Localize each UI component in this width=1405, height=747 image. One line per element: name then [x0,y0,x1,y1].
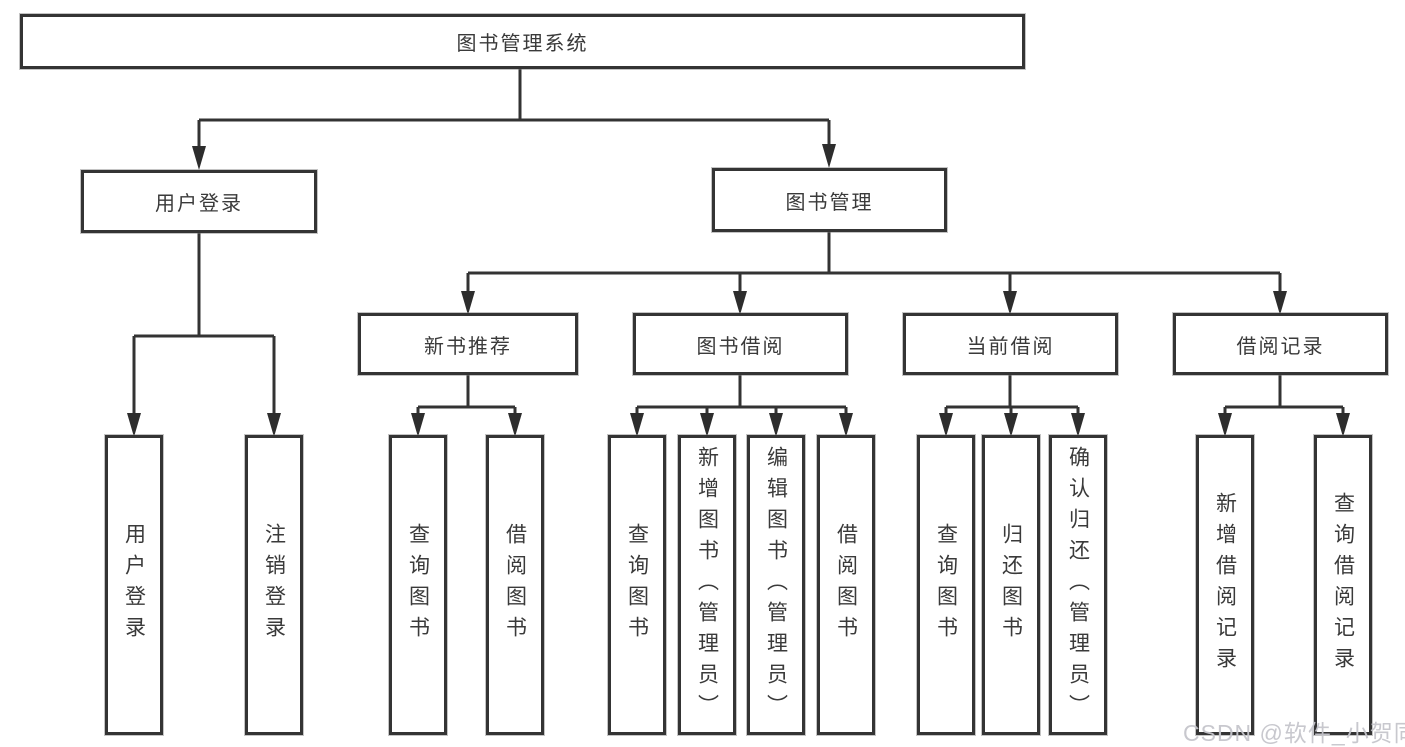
arrowhead-icon [411,413,425,437]
leaf-add-borrow-record: 新增借阅记录 [1196,435,1254,735]
arrowhead-icon [1336,413,1350,437]
leaf-label: 查询图书 [625,523,649,647]
csdn-watermark: CSDN @软件_小贺同学 [1183,720,1405,746]
node-label: 用户登录 [155,193,243,215]
leaf-query-books-borrowing: 查询图书 [608,435,666,735]
arrowheads [127,144,1350,437]
node-label: 当前借阅 [966,335,1055,358]
arrowhead-icon [508,413,522,437]
node-label: 借阅记录 [1236,335,1325,358]
arrowhead-icon [127,413,141,437]
connector-userlogin-to-leaves [132,233,276,418]
arrowhead-icon [939,413,953,437]
leaf-label: 查询借阅记录 [1331,492,1355,678]
leaf-label: 借阅图书 [834,523,858,647]
leaf-edit-books-admin: 编辑图书（管理员） [747,435,805,735]
arrowhead-icon [1218,413,1232,437]
arrowhead-icon [733,291,747,315]
connector-root-to-level2 [197,69,831,150]
connector-records-to-leaves [1223,375,1345,418]
leaf-label: 编辑图书（管理员） [764,445,788,725]
arrowhead-icon [822,144,836,168]
leaf-label: 借阅图书 [503,523,527,647]
arrowhead-icon [1003,291,1017,315]
arrowhead-icon [839,413,853,437]
node-label: 图书借阅 [696,335,785,358]
node-library-management-system: 图书管理系统 [20,14,1025,69]
leaf-label: 查询图书 [406,523,430,647]
leaf-label: 查询图书 [934,523,958,647]
node-user-login: 用户登录 [81,170,317,233]
node-current-borrowing: 当前借阅 [903,313,1118,375]
leaf-query-borrow-record: 查询借阅记录 [1314,435,1372,735]
connector-newbook-to-leaves [416,375,517,418]
connector-current-to-leaves [944,375,1080,418]
node-borrowing-records: 借阅记录 [1173,313,1388,375]
leaf-query-books-recommend: 查询图书 [389,435,447,735]
leaf-borrow-books-recommend: 借阅图书 [486,435,544,735]
leaf-borrow-books-borrowing: 借阅图书 [817,435,875,735]
leaf-label: 确认归还（管理员） [1066,445,1090,725]
connector-borrow-to-leaves [635,375,848,418]
node-label: 图书管理系统 [456,33,589,55]
node-label: 图书管理 [785,191,874,214]
arrowhead-icon [700,413,714,437]
leaf-label: 归还图书 [999,523,1023,647]
leaf-label: 新增借阅记录 [1213,492,1237,678]
arrowhead-icon [630,413,644,437]
arrowhead-icon [1273,291,1287,315]
leaf-label: 注销登录 [262,523,286,647]
node-new-book-recommendation: 新书推荐 [358,313,578,375]
node-label: 新书推荐 [424,335,512,358]
arrowhead-icon [192,146,206,170]
leaf-confirm-return-admin: 确认归还（管理员） [1049,435,1107,735]
node-book-borrowing: 图书借阅 [633,313,848,375]
arrowhead-icon [1071,413,1085,437]
arrowhead-icon [1004,413,1018,437]
leaf-add-books-admin: 新增图书（管理员） [678,435,736,735]
node-book-management: 图书管理 [712,168,947,232]
connector-bookmgmt-to-level3 [466,232,1282,295]
arrowhead-icon [267,413,281,437]
leaf-label: 新增图书（管理员） [695,445,719,725]
leaf-user-login: 用户登录 [105,435,163,735]
leaf-query-books-current: 查询图书 [917,435,975,735]
leaf-label: 用户登录 [122,523,146,647]
arrowhead-icon [461,291,475,315]
arrowhead-icon [769,413,783,437]
leaf-logout: 注销登录 [245,435,303,735]
leaf-return-books: 归还图书 [982,435,1040,735]
